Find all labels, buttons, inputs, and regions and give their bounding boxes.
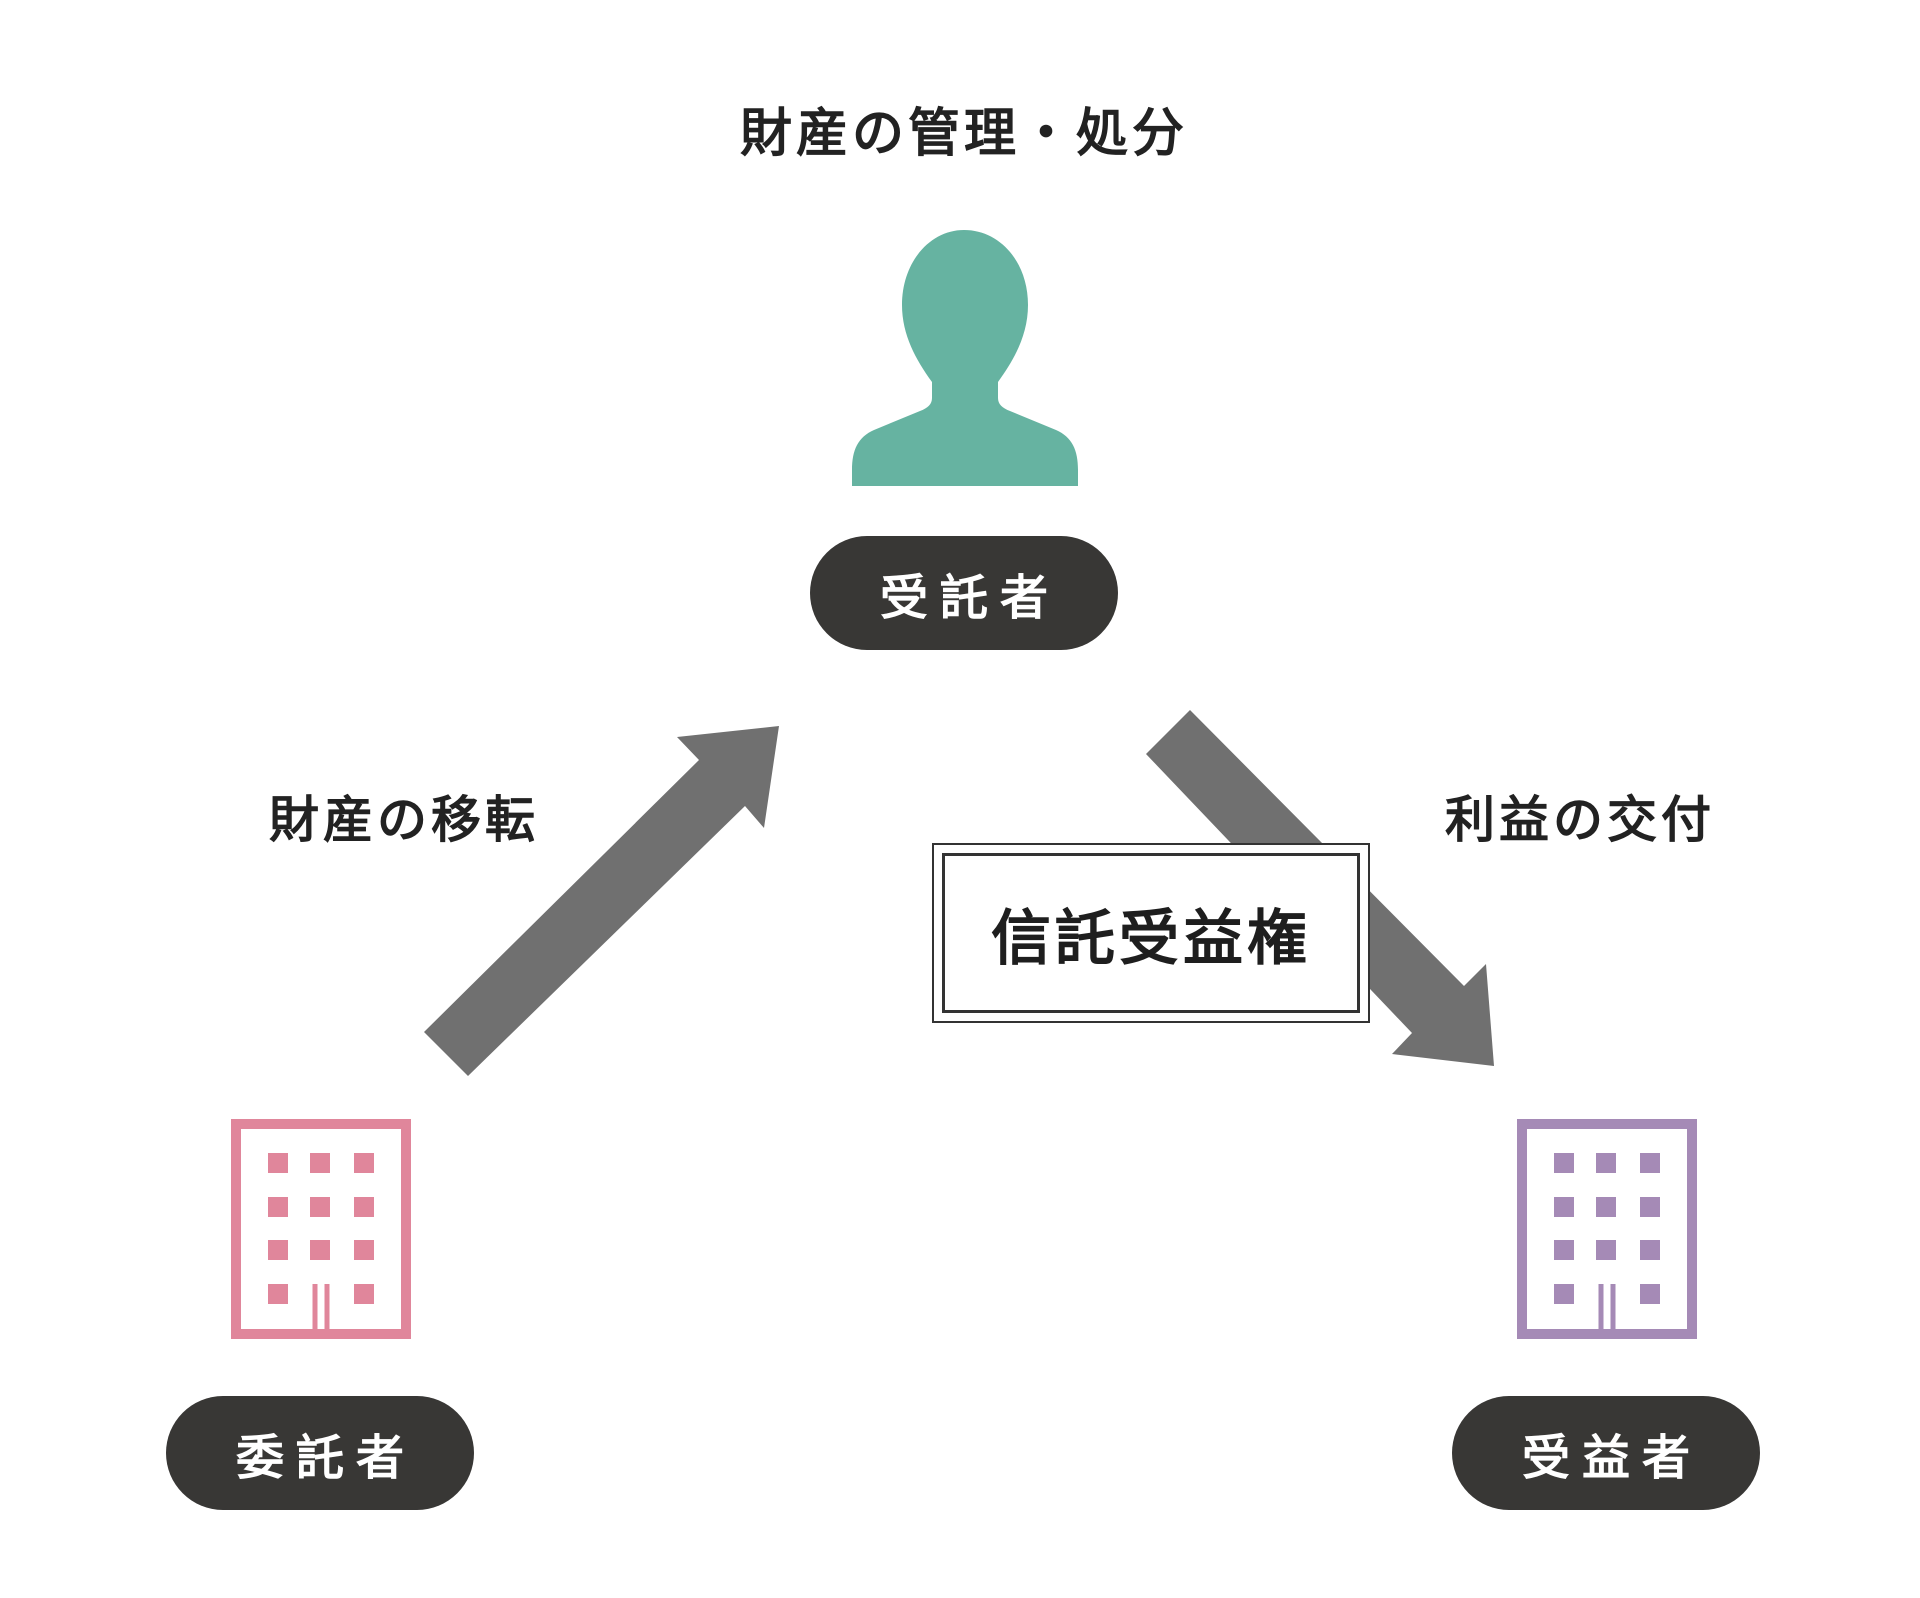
benefit-delivery-label: 利益の交付: [1445, 791, 1715, 849]
person-icon: [852, 230, 1078, 486]
property-transfer-label: 財産の移転: [269, 791, 539, 849]
arrow-settlor-to-trustee: [424, 726, 779, 1076]
trustee-label: 受託者: [879, 570, 1060, 626]
settlor-badge: 委託者: [166, 1396, 474, 1510]
settlor-label: 委託者: [235, 1430, 416, 1486]
trust-beneficiary-rights-box: 信託受益権: [932, 843, 1370, 1023]
building-icon: [1517, 1119, 1697, 1339]
beneficiary-badge: 受益者: [1452, 1396, 1760, 1510]
management-label: 財産の管理・処分: [739, 104, 1189, 164]
building-icon: [231, 1119, 411, 1339]
beneficiary-label: 受益者: [1521, 1430, 1702, 1486]
trustee-badge: 受託者: [810, 536, 1118, 650]
trust-beneficiary-rights-label: 信託受益権: [942, 853, 1360, 1013]
